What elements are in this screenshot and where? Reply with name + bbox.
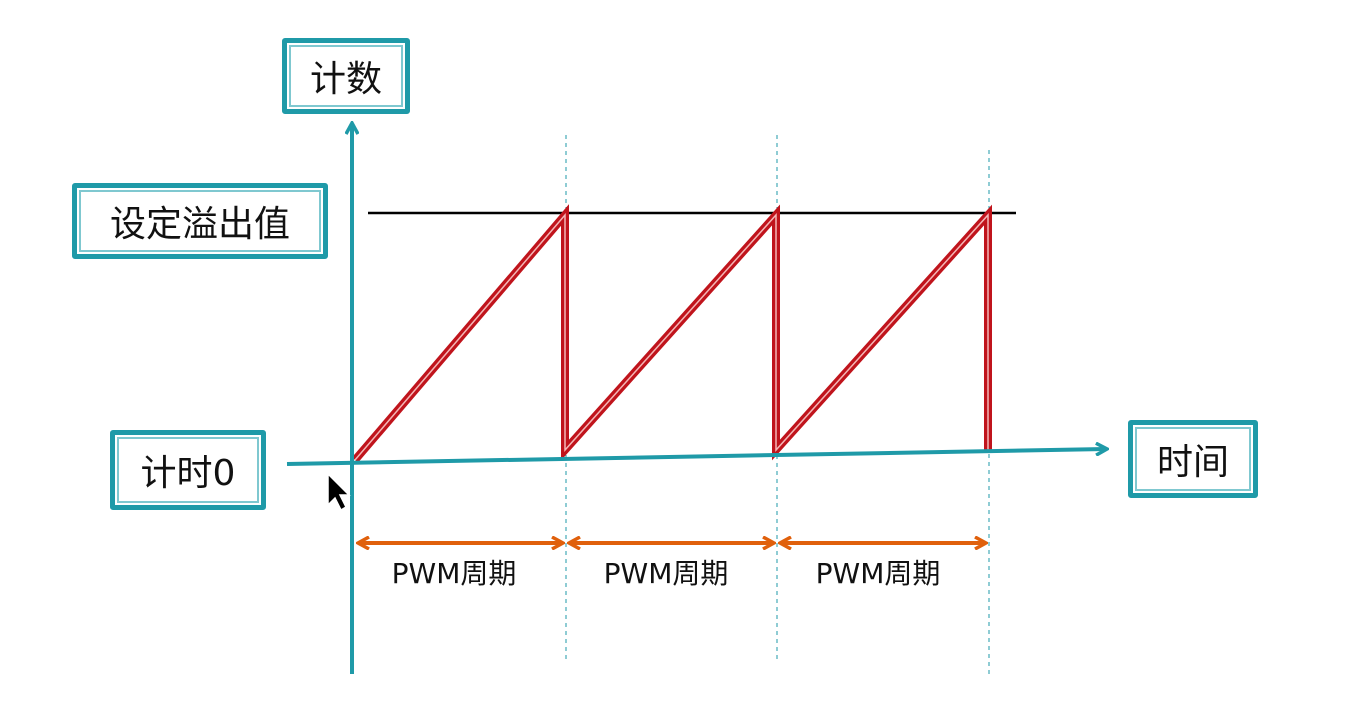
zero-label: 计时0 bbox=[140, 453, 236, 494]
x-axis-label-box: 时间 bbox=[1128, 420, 1258, 498]
period-label-2: PWM周期 bbox=[603, 557, 729, 590]
period-label-1: PWM周期 bbox=[391, 557, 517, 590]
overflow-label-box: 设定溢出值 bbox=[72, 183, 328, 259]
sawtooth-wave bbox=[351, 204, 992, 463]
zero-label-box: 计时0 bbox=[110, 430, 266, 510]
sawtooth-highlight bbox=[354, 212, 989, 461]
y-axis-label: 计数 bbox=[309, 59, 382, 100]
mouse-cursor-icon bbox=[327, 472, 351, 512]
x-axis bbox=[286, 449, 1106, 466]
overflow-label: 设定溢出值 bbox=[109, 204, 290, 245]
period-label-3: PWM周期 bbox=[815, 557, 941, 590]
y-axis-label-box: 计数 bbox=[282, 38, 410, 114]
x-axis-label: 时间 bbox=[1156, 442, 1229, 483]
